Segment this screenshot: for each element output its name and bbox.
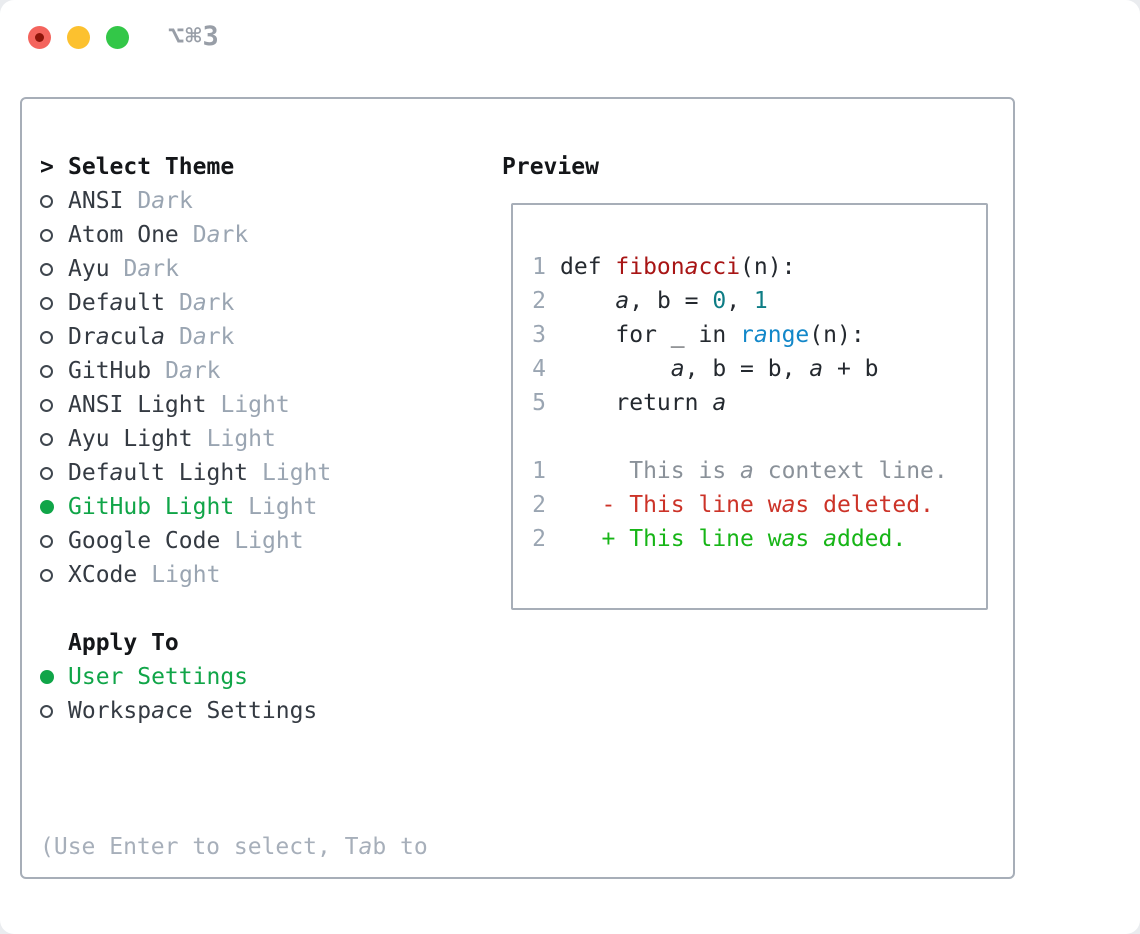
preview-code-line: 3 for _ in range(n):	[532, 322, 865, 348]
keyboard-hint: (Use Enter to select, Tab to change focu…	[40, 762, 428, 934]
theme-list: > Select Theme ANSI Dark Atom One Dark A…	[40, 150, 331, 592]
radio-icon	[40, 364, 53, 378]
theme-option[interactable]: ANSI Light Light	[40, 388, 331, 422]
line-number: 2	[532, 526, 546, 552]
preview-code-line: 5 return a	[532, 390, 727, 416]
focus-cursor-icon: >	[40, 154, 54, 180]
radio-icon	[40, 262, 53, 276]
theme-option[interactable]: Atom One Dark	[40, 218, 331, 252]
apply-to-header: Apply To	[68, 630, 179, 656]
preview-code-line: 2 + This line was added.	[532, 526, 907, 552]
radio-icon	[40, 670, 54, 684]
line-number: 3	[532, 322, 546, 348]
line-number: 1	[532, 458, 546, 484]
theme-option[interactable]: GitHub Dark	[40, 354, 331, 388]
preview-code-line: 2 - This line was deleted.	[532, 492, 934, 518]
preview-code-line	[513, 420, 986, 454]
radio-icon	[40, 534, 53, 548]
radio-icon	[40, 500, 54, 514]
apply-to-header-row: Apply To	[40, 626, 317, 660]
apply-to-section: Apply To User Settings Workspace Setting…	[40, 626, 317, 728]
radio-icon	[40, 568, 53, 582]
line-number: 4	[532, 356, 546, 382]
preview-code-line: 1 This is a context line.	[532, 458, 948, 484]
preview-code-line: 2 a, b = 0, 1	[532, 288, 768, 314]
radio-icon	[40, 194, 53, 208]
theme-picker-panel: > Select Theme ANSI Dark Atom One Dark A…	[20, 97, 1015, 879]
preview-code-line: 4 a, b = b, a + b	[532, 356, 879, 382]
theme-option[interactable]: GitHub Light Light	[40, 490, 331, 524]
titlebar: ⌥⌘3	[0, 0, 1140, 75]
preview-header-row: Preview	[502, 150, 599, 184]
theme-option[interactable]: Dracula Dark	[40, 320, 331, 354]
zoom-button-icon[interactable]	[106, 26, 129, 49]
select-theme-header: Select Theme	[68, 154, 235, 180]
theme-option[interactable]: Default Dark	[40, 286, 331, 320]
theme-option[interactable]: ANSI Dark	[40, 184, 331, 218]
select-theme-header-row: > Select Theme	[40, 150, 331, 184]
theme-option[interactable]: Ayu Light Light	[40, 422, 331, 456]
radio-icon	[40, 466, 53, 480]
radio-icon	[40, 228, 53, 242]
window-title: ⌥⌘3	[168, 21, 220, 52]
radio-icon	[40, 704, 53, 718]
apply-to-option[interactable]: User Settings	[40, 660, 317, 694]
theme-option[interactable]: Ayu Dark	[40, 252, 331, 286]
preview-header: Preview	[502, 154, 599, 180]
close-button-icon[interactable]	[28, 26, 51, 49]
line-number: 2	[532, 288, 546, 314]
radio-icon	[40, 398, 53, 412]
theme-option[interactable]: Google Code Light	[40, 524, 331, 558]
theme-option[interactable]: XCode Light	[40, 558, 331, 592]
preview-code-line: 1 def fibonacci(n):	[532, 254, 796, 280]
apply-to-option[interactable]: Workspace Settings	[40, 694, 317, 728]
radio-icon	[40, 432, 53, 446]
hint-line-1: (Use Enter to select, Tab to	[40, 834, 428, 860]
line-number: 5	[532, 390, 546, 416]
minimize-button-icon[interactable]	[67, 26, 90, 49]
radio-icon	[40, 330, 53, 344]
line-number: 2	[532, 492, 546, 518]
line-number: 1	[532, 254, 546, 280]
preview-box: 1 def fibonacci(n): 2 a, b = 0, 1 3 for …	[511, 203, 988, 610]
radio-icon	[40, 296, 53, 310]
theme-option[interactable]: Default Light Light	[40, 456, 331, 490]
